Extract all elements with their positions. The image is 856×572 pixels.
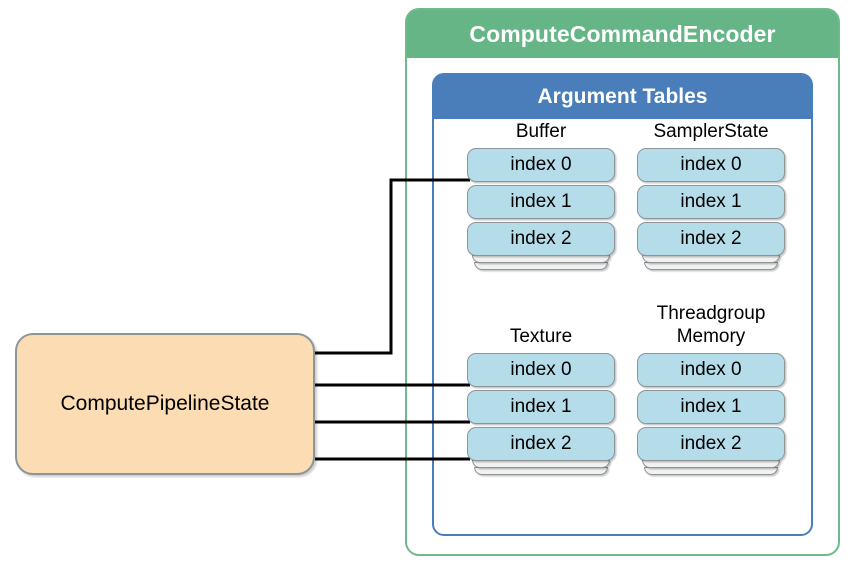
slot-stack-threadgroup-memory: index 0 index 1 index 2 xyxy=(637,353,785,475)
buffer-overflow-sheet-1 xyxy=(472,255,610,263)
texture-slot-index-1[interactable]: index 1 xyxy=(467,390,615,424)
sampler-state-slot-index-1[interactable]: index 1 xyxy=(637,185,785,219)
threadgroup-memory-slot-index-0[interactable]: index 0 xyxy=(637,353,785,387)
threadgroup-memory-slot-index-2[interactable]: index 2 xyxy=(637,427,785,461)
argument-tables-title: Argument Tables xyxy=(434,75,811,119)
column-label-buffer: Buffer xyxy=(515,121,567,142)
sampler-state-overflow-sheet-1 xyxy=(642,255,780,263)
column-label-sampler-state: SamplerState xyxy=(653,121,769,142)
texture-slot-index-2[interactable]: index 2 xyxy=(467,427,615,461)
argument-table-column-threadgroup-memory: Threadgroup Memory index 0 index 1 index… xyxy=(637,302,785,475)
sampler-state-overflow-sheet-2 xyxy=(644,262,778,270)
column-label-threadgroup-memory: Threadgroup Memory xyxy=(656,303,766,347)
threadgroup-memory-slot-index-1[interactable]: index 1 xyxy=(637,390,785,424)
compute-pipeline-state-box[interactable]: ComputePipelineState xyxy=(15,333,315,475)
compute-command-encoder-title: ComputeCommandEncoder xyxy=(407,10,838,58)
texture-overflow-sheet-2 xyxy=(474,467,608,475)
buffer-slot-index-1[interactable]: index 1 xyxy=(467,185,615,219)
threadgroup-memory-overflow-sheet-1 xyxy=(642,460,780,468)
buffer-slot-index-2[interactable]: index 2 xyxy=(467,222,615,256)
argument-table-column-buffer: Buffer index 0 index 1 index 2 xyxy=(467,120,615,270)
buffer-overflow-sheet-2 xyxy=(474,262,608,270)
threadgroup-memory-overflow-sheet-2 xyxy=(644,467,778,475)
slot-stack-texture: index 0 index 1 index 2 xyxy=(467,353,615,475)
slot-stack-buffer: index 0 index 1 index 2 xyxy=(467,148,615,270)
buffer-slot-index-0[interactable]: index 0 xyxy=(467,148,615,182)
argument-table-column-texture: Texture index 0 index 1 index 2 xyxy=(467,325,615,475)
sampler-state-slot-index-0[interactable]: index 0 xyxy=(637,148,785,182)
argument-table-column-sampler-state: SamplerState index 0 index 1 index 2 xyxy=(637,120,785,270)
texture-slot-index-0[interactable]: index 0 xyxy=(467,353,615,387)
column-label-texture: Texture xyxy=(509,326,573,347)
sampler-state-slot-index-2[interactable]: index 2 xyxy=(637,222,785,256)
texture-overflow-sheet-1 xyxy=(472,460,610,468)
slot-stack-sampler-state: index 0 index 1 index 2 xyxy=(637,148,785,270)
